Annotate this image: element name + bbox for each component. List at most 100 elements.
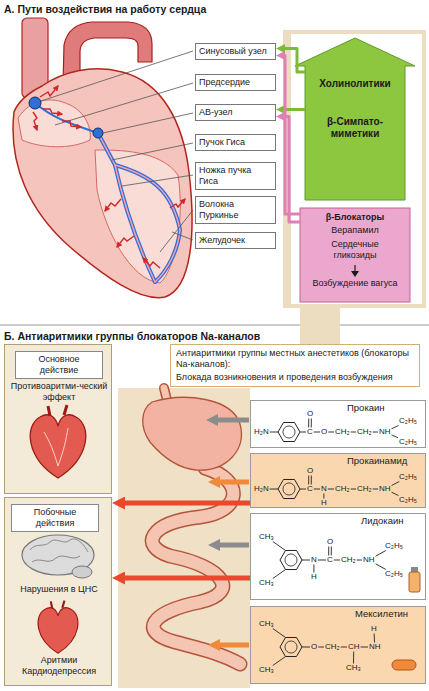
formula-fragment: CH₂ bbox=[357, 484, 372, 494]
node-text: Нарушения в ЦНС bbox=[9, 584, 109, 595]
chemical-bond bbox=[392, 492, 399, 495]
drug-panel bbox=[283, 30, 426, 308]
heart-illustration bbox=[115, 165, 180, 230]
heart-illustration bbox=[105, 199, 121, 211]
node-text: Противоаритми-ческий эффект bbox=[9, 381, 109, 403]
formula-fragment: O bbox=[307, 409, 313, 419]
chemical-bond bbox=[300, 489, 306, 490]
heart-illustration bbox=[117, 236, 134, 247]
formula-fragment: O bbox=[321, 427, 327, 437]
formula-fragment: N bbox=[311, 555, 317, 565]
node-text: Блокада возникновения и проведения возбу… bbox=[176, 372, 414, 383]
chemical-bond bbox=[328, 489, 334, 490]
heart-icon bbox=[48, 405, 67, 416]
drug-box: β-БлокаторыВерапамилСердечные гликозидыВ… bbox=[300, 208, 410, 302]
effect-panel: Побочные действияНарушения в ЦНСАритмии … bbox=[4, 497, 112, 686]
formula-fragment: CH₂ bbox=[325, 642, 340, 652]
chemical-bond bbox=[328, 546, 329, 555]
connector-arrow bbox=[282, 56, 300, 215]
connector-arrow bbox=[118, 501, 250, 506]
formula-fragment: CH bbox=[348, 642, 360, 652]
chemical-bond bbox=[331, 547, 332, 556]
node-text: Предсердие bbox=[199, 77, 272, 88]
chemical-bond bbox=[302, 560, 310, 561]
uptake-arrow bbox=[212, 420, 249, 645]
benzene-ring bbox=[278, 422, 300, 441]
brain-icon bbox=[72, 566, 92, 578]
drug-panel bbox=[351, 271, 359, 277]
benzene-ring bbox=[283, 426, 295, 438]
heart-illustration bbox=[155, 230, 180, 282]
leader-line bbox=[172, 232, 193, 240]
heart-icon bbox=[44, 428, 68, 466]
heart-icon bbox=[38, 608, 78, 654]
chemical-bond bbox=[313, 565, 314, 573]
chemical-bond bbox=[273, 542, 286, 551]
node-text: АВ-узел bbox=[199, 107, 272, 118]
connector-arrow bbox=[282, 117, 300, 223]
heart-icon bbox=[38, 601, 78, 654]
section-title: А. Пути воздействия на работу сердца bbox=[4, 3, 206, 16]
heart-illustration bbox=[40, 86, 58, 97]
node-text: Ножка пучка Гиса bbox=[199, 165, 272, 187]
heart-illustration bbox=[98, 133, 180, 282]
chemical-bond bbox=[341, 647, 347, 648]
chemical-bond bbox=[311, 419, 312, 428]
formula-fragment: C₂H₅ bbox=[385, 541, 403, 551]
chemical-bond bbox=[273, 629, 286, 638]
panel-heading: Побочные действия bbox=[11, 504, 99, 532]
part-label: Ножка пучка Гиса bbox=[195, 162, 276, 190]
chemical-bond bbox=[308, 418, 309, 427]
vial-icon bbox=[409, 567, 420, 592]
drug-name: Мексилетин bbox=[355, 608, 408, 619]
uptake-arrow bbox=[214, 480, 249, 485]
chemical-bond bbox=[353, 652, 354, 664]
drug-panel bbox=[295, 38, 415, 200]
benzene-ring bbox=[285, 641, 297, 653]
benzene-ring bbox=[283, 483, 295, 495]
formula-fragment: C₂H₅ bbox=[399, 416, 417, 426]
formula-fragment: NH bbox=[363, 555, 375, 565]
formula-fragment: CH₂ bbox=[341, 555, 356, 565]
node-text: Сердечные гликозиды bbox=[312, 239, 398, 261]
chemical-bond bbox=[323, 494, 324, 499]
gut-band bbox=[118, 388, 250, 688]
uptake-arrow bbox=[212, 418, 249, 423]
section-divider bbox=[0, 325, 429, 326]
chemical-bond bbox=[392, 426, 399, 429]
part-label: Пучок Гиса bbox=[195, 134, 276, 151]
gut-illustration bbox=[152, 468, 240, 664]
formula-fragment: H bbox=[311, 572, 317, 582]
formula-fragment: CH₃ bbox=[259, 532, 274, 542]
formula-fragment: O bbox=[327, 537, 333, 547]
pill-icon bbox=[392, 660, 416, 670]
formula-fragment: CH₃ bbox=[259, 578, 274, 588]
node-text: β-Симпато-миметики bbox=[310, 116, 400, 140]
drug-name: Лидокаин bbox=[361, 515, 404, 526]
chemical-bond bbox=[318, 647, 324, 648]
formula-box: ЛидокаинCH₃CH₃NHCOCH₂NHC₂H₅C₂H₅ bbox=[250, 513, 426, 600]
chemical-bond bbox=[374, 634, 375, 643]
benzene-ring bbox=[280, 637, 302, 656]
formula-fragment: NH bbox=[379, 484, 391, 494]
chemical-bond bbox=[273, 570, 286, 579]
drug-panel bbox=[354, 265, 355, 272]
formula-fragment: CH₂ bbox=[335, 427, 350, 437]
drug-name: Прокаинамид bbox=[347, 455, 407, 466]
heart-icon bbox=[51, 601, 65, 609]
chemical-bond bbox=[392, 435, 398, 438]
leader-line bbox=[112, 143, 193, 160]
chemical-bond bbox=[311, 476, 312, 485]
gut-illustration bbox=[152, 468, 240, 664]
info-box: Антиаритмики группы местных анестетиков … bbox=[170, 344, 420, 387]
formula-ground bbox=[250, 400, 426, 448]
benzene-ring bbox=[285, 554, 297, 566]
formula-fragment: C bbox=[307, 427, 313, 437]
heart-icon bbox=[30, 415, 86, 478]
uptake-arrow bbox=[214, 543, 249, 548]
chemical-bond bbox=[334, 560, 340, 561]
part-label: Волокна Пуркинье bbox=[195, 196, 276, 224]
formula-box: ПрокаинамидH₂NCONHCH₂CH₂NHC₂H₅C₂H₅ bbox=[250, 453, 426, 508]
drug-panel bbox=[291, 34, 422, 304]
node-text: Пучок Гиса bbox=[199, 137, 272, 148]
